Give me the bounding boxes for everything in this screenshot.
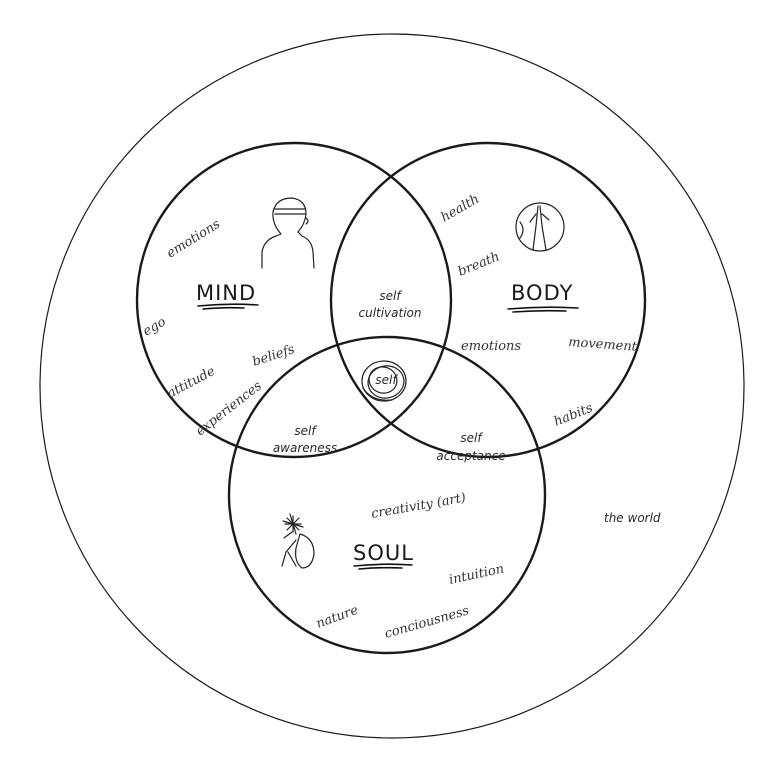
mind-underline bbox=[197, 303, 259, 310]
spiral-scribble-icon bbox=[361, 360, 407, 402]
soul-circle bbox=[227, 335, 547, 655]
mind-word-beliefs: beliefs bbox=[251, 342, 297, 370]
body-underline bbox=[507, 306, 579, 313]
mind-word-ego: ego bbox=[141, 314, 169, 339]
cultivation-line2: cultivation bbox=[358, 306, 421, 320]
person-in-circle-icon bbox=[515, 202, 565, 252]
body-title: BODY bbox=[511, 281, 573, 305]
mind-word-attitude: attitude bbox=[165, 364, 218, 402]
body-word-habits: habits bbox=[552, 401, 595, 430]
body-circle bbox=[329, 141, 647, 459]
soul-word-nature: nature bbox=[314, 603, 360, 632]
world-circle bbox=[39, 33, 745, 739]
world-label: the world bbox=[604, 511, 661, 525]
soul-underline bbox=[353, 563, 413, 570]
body-word-health: health bbox=[439, 192, 483, 226]
soul-group: SOUL creativity (art) intuition nature c… bbox=[281, 491, 506, 642]
center-self: self bbox=[361, 360, 407, 402]
mind-word-emotions: emotions bbox=[164, 217, 223, 262]
awareness-line1: self bbox=[294, 424, 317, 438]
body-word-breath: breath bbox=[456, 249, 502, 279]
overlap-awareness: self awareness bbox=[273, 424, 337, 455]
cultivation-line1: self bbox=[379, 289, 402, 303]
soul-title: SOUL bbox=[353, 541, 414, 565]
overlap-cultivation: self cultivation bbox=[358, 289, 421, 320]
acceptance-line1: self bbox=[460, 431, 483, 445]
soul-word-creativity: creativity (art) bbox=[370, 491, 467, 522]
soul-word-intuition: intuition bbox=[448, 562, 506, 588]
mind-title: MIND bbox=[196, 281, 256, 305]
mind-group: MIND emotions ego attitude beliefs exper… bbox=[141, 197, 315, 439]
awareness-line2: awareness bbox=[273, 441, 337, 455]
person-with-radiant-light-icon bbox=[281, 513, 315, 569]
head-with-blindfold-icon bbox=[261, 197, 315, 269]
center-self-label: self bbox=[375, 373, 398, 387]
body-group: BODY health breath emotions movement hab… bbox=[439, 192, 639, 430]
mind-circle bbox=[135, 141, 453, 459]
acceptance-line2: acceptance bbox=[436, 449, 505, 463]
body-word-movement: movement bbox=[568, 335, 638, 355]
body-word-emotions: emotions bbox=[461, 339, 521, 354]
overlap-acceptance: self acceptance bbox=[436, 431, 505, 463]
